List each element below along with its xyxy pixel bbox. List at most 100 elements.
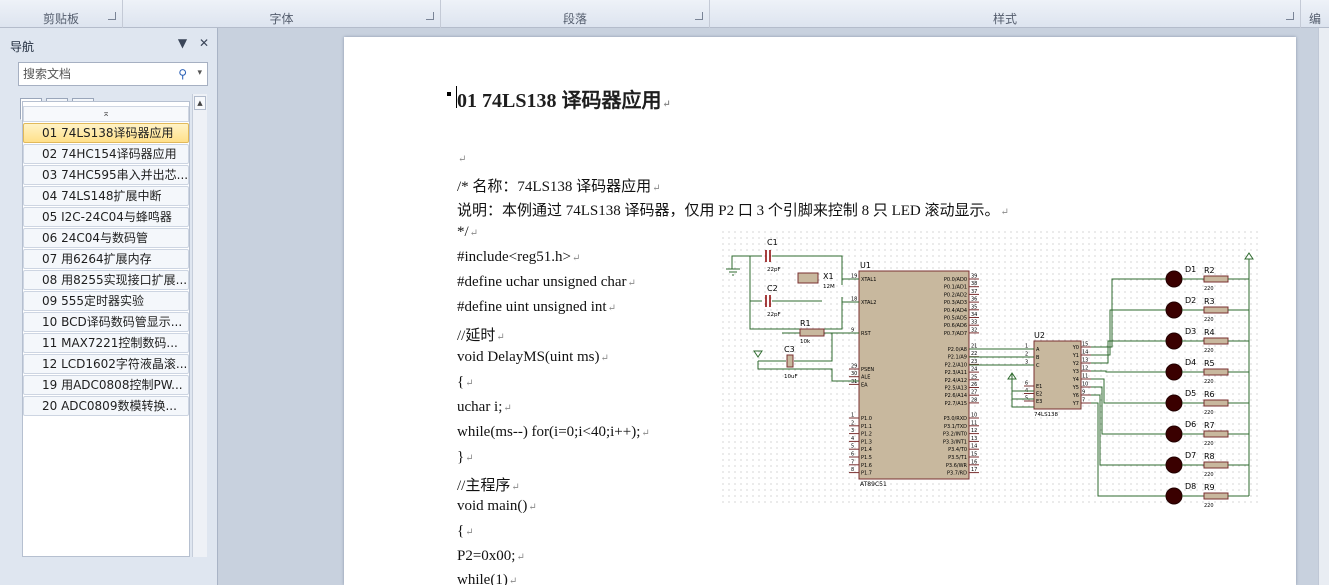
r1-value: 10k — [800, 339, 811, 345]
code-line[interactable]: */↵ — [457, 224, 478, 241]
code-line[interactable]: #include<reg51.h>↵ — [457, 249, 580, 266]
u1-pin-number: 36 — [971, 297, 977, 303]
code-line[interactable]: {↵ — [457, 523, 474, 540]
code-line[interactable]: while(ms--) for(i=0;i<40;i++);↵ — [457, 424, 650, 441]
vertical-scrollbar[interactable] — [1318, 28, 1329, 585]
list-item[interactable]: 10 BCD译码数码管显示... — [23, 312, 189, 332]
resistor-value: 220 — [1204, 503, 1214, 507]
paragraph-mark-icon: ↵ — [652, 183, 661, 194]
x1-value: 12M — [823, 284, 835, 290]
paragraph-mark-icon: ↵ — [469, 228, 479, 239]
dialog-launcher-icon[interactable] — [1286, 12, 1294, 20]
circuit-schematic-image[interactable]: U1 AT89C51 19XTAL118XTAL29RST29PSEN30ALE… — [722, 231, 1262, 507]
code-line[interactable]: {↵ — [457, 374, 474, 391]
close-icon[interactable]: ✕ — [198, 36, 209, 50]
collapse-all-icon[interactable]: ⌅ — [23, 106, 189, 122]
led-icon — [1165, 425, 1183, 443]
list-item[interactable]: 07 用6264扩展内存 — [23, 249, 189, 269]
u1-pin-name: P1.7 — [861, 471, 872, 477]
resistor-label: R9 — [1204, 483, 1215, 492]
led-wire — [1091, 402, 1167, 497]
heading-bullet — [447, 92, 451, 96]
list-item[interactable]: 04 74LS148扩展中断 — [23, 186, 189, 206]
u2-pin-name: Y1 — [1072, 353, 1079, 359]
paragraph-mark-icon: ↵ — [465, 527, 474, 538]
code-line[interactable]: while(1)↵ — [457, 572, 517, 585]
list-item[interactable]: 11 MAX7221控制数码... — [23, 333, 189, 353]
list-item[interactable]: 06 24C04与数码管 — [23, 228, 189, 248]
paragraph-mark-icon: ↵ — [528, 502, 537, 513]
u1-pin-number: 14 — [971, 444, 977, 450]
search-icon[interactable]: ⚲ — [178, 67, 187, 81]
list-item[interactable]: 20 ADC0809数模转换... — [23, 396, 189, 416]
list-item[interactable]: 08 用8255实现接口扩展... — [23, 270, 189, 290]
code-line[interactable]: #define uint unsigned int↵ — [457, 299, 616, 316]
dialog-launcher-icon[interactable] — [426, 12, 434, 20]
paragraph-mark-icon: ↵ — [465, 453, 474, 464]
power-icon — [1007, 372, 1017, 380]
u2-pins: 1A2B3C6E14E25E315Y014Y113Y212Y311Y410Y59… — [1024, 342, 1091, 407]
pane-options-dropdown-icon[interactable]: ▼ — [177, 36, 188, 50]
resistor-icon — [1203, 399, 1229, 407]
paragraph-mark-icon: ↵ — [627, 278, 636, 289]
nav-pane-controls: ▼ ✕ — [170, 36, 209, 50]
u2-pin-name: Y7 — [1072, 401, 1079, 407]
u1-pin-number: 25 — [971, 374, 977, 380]
list-item[interactable]: 01 74LS138译码器应用 — [23, 123, 189, 143]
u2-pin-name: Y0 — [1072, 345, 1079, 351]
resistor-icon — [1203, 275, 1229, 283]
code-line[interactable]: uchar i;↵ — [457, 399, 512, 416]
c3-value: 10uF — [784, 374, 798, 380]
code-line[interactable]: /* 名称：74LS138 译码器应用↵ — [457, 175, 661, 196]
u1-pin-number: 7 — [851, 459, 854, 465]
search-input[interactable] — [19, 63, 169, 85]
led-wire — [1091, 309, 1167, 356]
u1-pin-number: 13 — [971, 436, 977, 442]
u1-pin-name: P3.6/WR — [946, 463, 968, 469]
u1-pins: 19XTAL118XTAL29RST29PSEN30ALE31EA1P1.02P… — [849, 274, 979, 477]
chevron-down-icon[interactable]: ▾ — [197, 68, 202, 78]
code-text: */ — [457, 224, 469, 240]
dialog-launcher-icon[interactable] — [695, 12, 703, 20]
u1-pin-name: RST — [861, 331, 872, 337]
u1-pin-name: P3.7/RD — [947, 471, 967, 477]
u1-pin-name: P0.0/AD0 — [944, 277, 967, 283]
text-cursor — [456, 86, 457, 108]
list-item[interactable]: 12 LCD1602字符液晶滚... — [23, 354, 189, 374]
u1-pin-number: 22 — [971, 351, 977, 357]
code-line[interactable]: //主程序↵ — [457, 474, 520, 495]
list-item[interactable]: 19 用ADC0808控制PW... — [23, 375, 189, 395]
u2-pin-name: Y6 — [1072, 393, 1079, 399]
ribbon-group-paragraph: 段落 — [441, 0, 710, 28]
resistor-label: R4 — [1204, 328, 1215, 337]
code-line[interactable]: void DelayMS(uint ms)↵ — [457, 349, 609, 366]
dialog-launcher-icon[interactable] — [108, 12, 116, 20]
led-icon — [1165, 270, 1183, 288]
u1-pin-name: EA — [861, 382, 868, 388]
code-line[interactable]: P2=0x00;↵ — [457, 548, 525, 565]
code-line[interactable]: #define uchar unsigned char↵ — [457, 274, 636, 291]
page-title[interactable]: 01 74LS138 译码器应用↵ — [457, 84, 671, 113]
u2-chip-body — [1033, 340, 1082, 410]
u2-pin-number: 6 — [1025, 381, 1028, 387]
code-line[interactable]: 说明：本例通过 74LS138 译码器，仅用 P2 口 3 个引脚来控制 8 只… — [457, 199, 1009, 220]
list-item[interactable]: 03 74HC595串入并出芯... — [23, 165, 189, 185]
list-item[interactable]: 09 555定时器实验 — [23, 291, 189, 311]
u1-pin-name: P2.1/A9 — [948, 355, 967, 361]
code-line[interactable]: //延时↵ — [457, 324, 505, 345]
code-text: uchar i; — [457, 399, 503, 415]
scroll-up-icon[interactable]: ▲ — [194, 96, 206, 110]
code-line[interactable]: void main()↵ — [457, 498, 537, 515]
code-text: { — [457, 374, 465, 390]
search-box[interactable]: ⚲ ▾ — [18, 62, 208, 86]
nav-scrollbar[interactable]: ▲ — [192, 94, 207, 557]
list-item[interactable]: 05 I2C-24C04与蜂鸣器 — [23, 207, 189, 227]
u1-pin-number: 12 — [971, 428, 977, 434]
u2-pin-number: 9 — [1082, 390, 1085, 396]
code-line[interactable]: }↵ — [457, 449, 474, 466]
u1-pin-number: 39 — [971, 274, 977, 280]
u2-pin-name: Y2 — [1072, 361, 1079, 367]
led-label: D4 — [1185, 358, 1196, 367]
list-item[interactable]: 02 74HC154译码器应用 — [23, 144, 189, 164]
code-line[interactable]: ↵ — [457, 150, 466, 167]
